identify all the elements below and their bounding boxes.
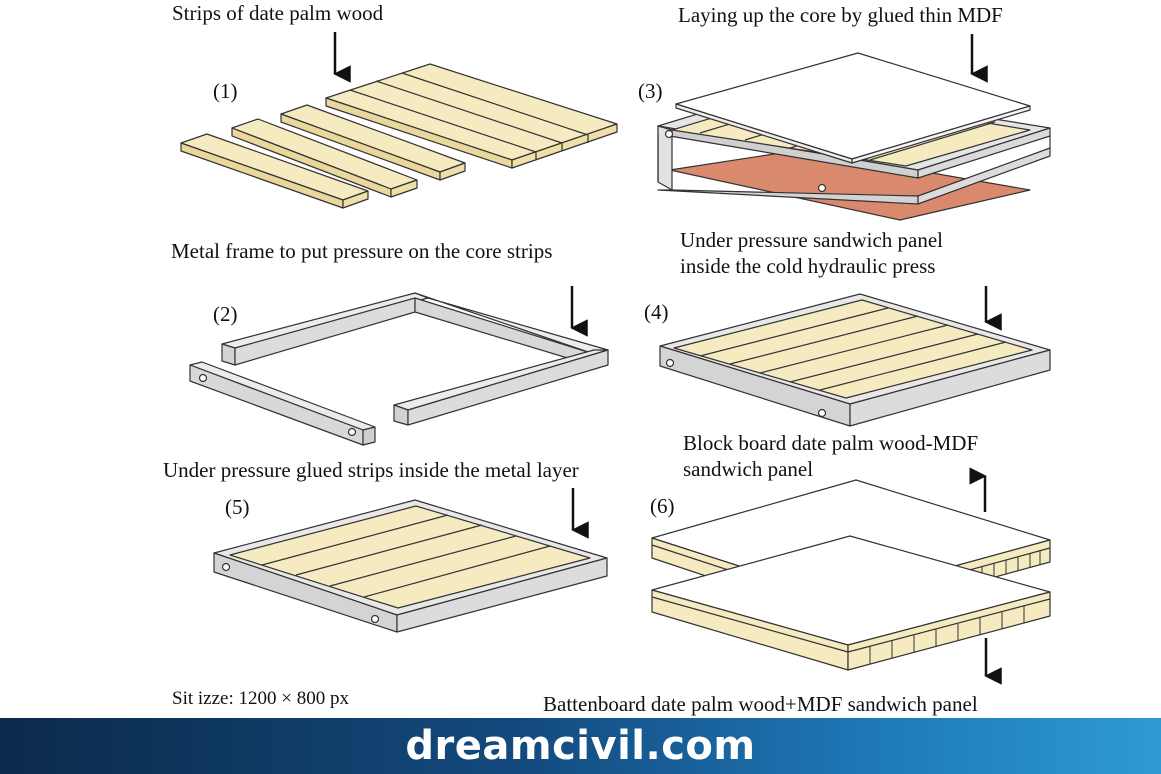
step-number-1: (1): [213, 79, 238, 103]
label-step1: Strips of date palm wood: [172, 1, 384, 25]
press-panel-illustration: [659, 293, 1051, 427]
label-step6-line2: sandwich panel: [683, 457, 814, 481]
banner-text: dreamcivil.com: [405, 723, 756, 769]
step-number-3: (3): [638, 79, 663, 103]
diagram-illustration: [180, 32, 1051, 685]
size-note: Sit izze: 1200 × 800 px: [172, 688, 349, 709]
step-number-6: (6): [650, 494, 675, 518]
wood-strips-illustration: [180, 63, 618, 209]
sandwich-panels-illustration: [651, 479, 1051, 671]
glued-strips-illustration: [213, 499, 608, 633]
label-step6-line1: Block board date palm wood-MDF: [683, 431, 979, 455]
label-step2: Metal frame to put pressure on the core …: [171, 239, 553, 263]
label-step4-line1: Under pressure sandwich panel: [680, 228, 943, 252]
watermark-banner: dreamcivil.com: [0, 718, 1161, 774]
label-step3: Laying up the core by glued thin MDF: [678, 3, 1003, 27]
layup-illustration: [657, 52, 1051, 221]
step-number-2: (2): [213, 302, 238, 326]
step-number-4: (4): [644, 300, 669, 324]
label-bottom: Battenboard date palm wood+MDF sandwich …: [543, 692, 978, 716]
label-step5: Under pressure glued strips inside the m…: [163, 458, 579, 482]
metal-frame-illustration: [189, 292, 609, 446]
step-number-5: (5): [225, 495, 250, 519]
label-step4-line2: inside the cold hydraulic press: [680, 254, 936, 278]
